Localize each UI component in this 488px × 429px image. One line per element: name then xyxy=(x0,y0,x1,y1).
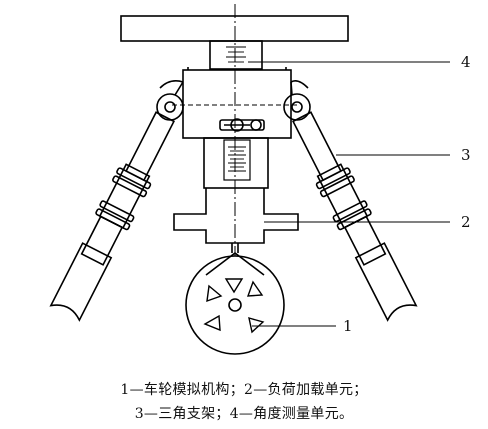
left-pivot xyxy=(156,93,184,121)
label-1: 1 xyxy=(343,317,353,335)
tripod-leg-right xyxy=(292,111,418,322)
tripod-leg-left xyxy=(49,111,175,322)
angle-measurement-unit xyxy=(209,40,263,70)
load-unit xyxy=(173,188,299,244)
lower-body xyxy=(203,137,269,189)
center-fastener xyxy=(219,118,265,132)
label-2: 2 xyxy=(461,213,471,231)
caption-line-1: 1—车轮模拟机构；2—负荷加载单元； xyxy=(120,382,368,398)
caption-line-2: 3—三角支架；4—角度测量单元。 xyxy=(134,406,354,422)
right-pivot xyxy=(283,93,311,121)
wheel-mechanism xyxy=(185,251,285,355)
label-4: 4 xyxy=(461,53,471,71)
mechanism-diagram: 4 3 2 1 xyxy=(49,4,471,355)
upper-body xyxy=(182,69,292,139)
label-3: 3 xyxy=(461,146,471,164)
